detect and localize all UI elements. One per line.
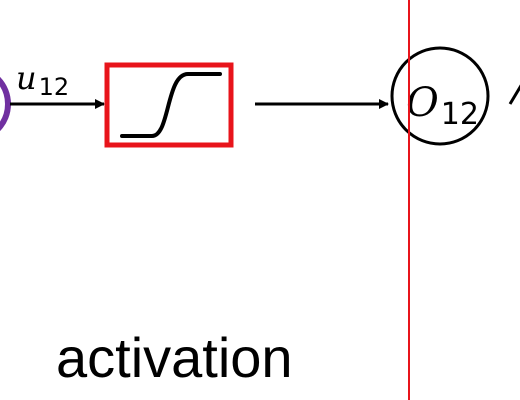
activation-box: [104, 62, 234, 148]
sigmoid-curve-icon: [120, 72, 222, 138]
edge-out-continuation: [508, 84, 520, 105]
caption-label: activation: [56, 326, 293, 389]
output-node: [390, 46, 490, 146]
input-node: [0, 76, 11, 132]
output-node-label: O12: [406, 80, 479, 132]
edge-in-label: u12: [16, 59, 69, 101]
